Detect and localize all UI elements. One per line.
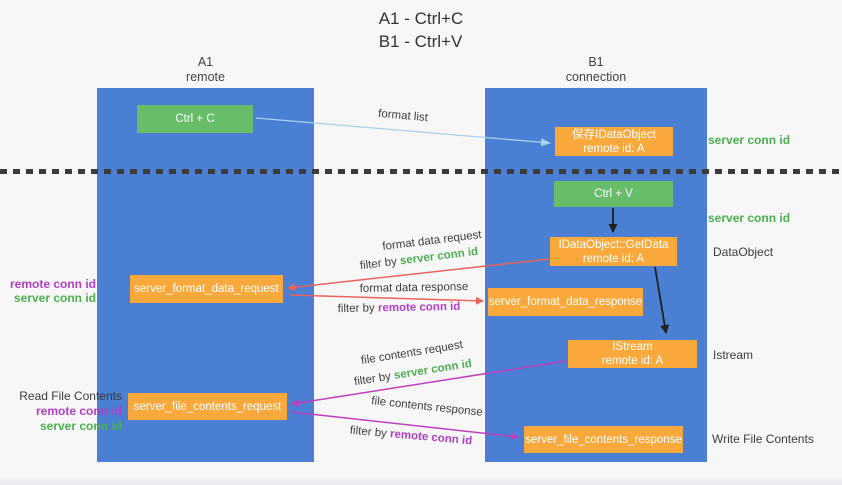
title-line-2: B1 - Ctrl+V (378, 32, 463, 51)
ctrl-c-box: Ctrl + C (137, 105, 253, 133)
format-data-request-filter-label: filter by server conn id (359, 245, 479, 273)
server-format-data-response-box: server_format_data_response (488, 288, 643, 316)
format-data-response-label: format data response (359, 281, 469, 295)
title-line-1: A1 - Ctrl+C (378, 9, 464, 28)
dotted-divider (0, 169, 842, 174)
getdata-line2: remote id: A (582, 252, 645, 265)
ctrl-v-label: Ctrl + V (594, 188, 633, 200)
file-conn-id-stack: Read File Contents remote conn id server… (0, 389, 122, 434)
save-idataobject-line1: 保存IDataObject (572, 128, 656, 141)
server-file-contents-response-box: server_file_contents_response (524, 426, 683, 453)
format-data-response-filter-label: filter by remote conn id (337, 300, 461, 316)
file-server-conn-id-label: server conn id (39, 419, 122, 433)
server-file-contents-request-box: server_file_contents_request (128, 393, 287, 420)
format-list-label: format list (377, 107, 429, 125)
save-idataobject-box: 保存IDataObject remote id: A (555, 127, 673, 156)
server-format-data-request-box: server_format_data_request (130, 275, 283, 303)
ctrl-v-box: Ctrl + V (554, 181, 673, 207)
format-conn-id-stack: remote conn id server conn id (0, 277, 96, 305)
save-idataobject-line2: remote id: A (583, 142, 645, 155)
column-header-a1: A1 remote (97, 55, 314, 85)
bottom-edge (0, 475, 842, 485)
format-server-conn-id-label: server conn id (13, 291, 96, 305)
column-a1-name: A1 (197, 55, 214, 69)
server-file-contents-response-label: server_file_contents_response (525, 433, 682, 446)
column-header-b1: B1 connection (485, 55, 707, 85)
server-file-contents-request-label: server_file_contents_request (133, 400, 282, 413)
istream-box: IStream remote id: A (568, 340, 697, 368)
server-conn-id-mid-label: server conn id (708, 211, 791, 225)
idataobject-getdata-box: IDataObject::GetData remote id: A (550, 237, 677, 266)
getdata-line1: IDataObject::GetData (558, 238, 669, 251)
diagram-title: A1 - Ctrl+C B1 - Ctrl+V (0, 7, 842, 53)
istream-line2: remote id: A (601, 355, 664, 367)
istream-side-label: Istream (713, 348, 754, 362)
istream-line1: IStream (612, 341, 653, 353)
server-format-data-request-label: server_format_data_request (134, 283, 279, 295)
ctrl-c-label: Ctrl + C (175, 113, 215, 125)
file-remote-conn-id-label: remote conn id (35, 404, 122, 418)
format-remote-conn-id-label: remote conn id (9, 277, 96, 291)
write-file-contents-label: Write File Contents (712, 432, 814, 446)
dataobject-label: DataObject (713, 245, 774, 259)
file-contents-response-filter-label: filter by remote conn id (349, 424, 473, 448)
read-file-contents-label: Read File Contents (19, 389, 122, 403)
server-format-data-response-label: server_format_data_response (488, 296, 643, 308)
column-a1-role: remote (186, 70, 225, 84)
server-conn-id-top-label: server conn id (708, 133, 791, 147)
column-b1-role: connection (565, 70, 627, 84)
file-contents-response-label: file contents response (370, 395, 484, 419)
column-b1-name: B1 (588, 55, 604, 69)
